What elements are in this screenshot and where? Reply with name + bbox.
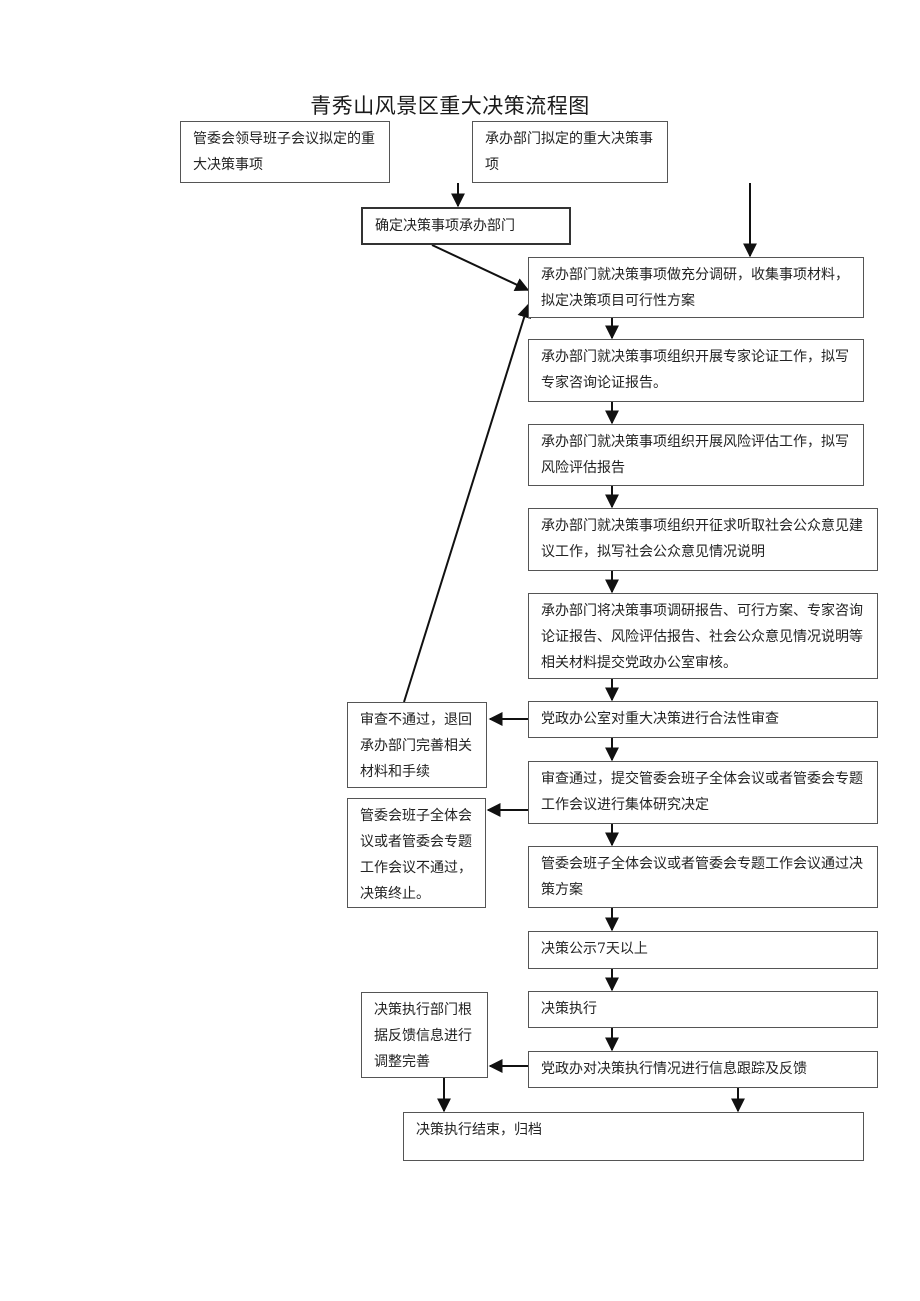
box-review-pass: 审查通过，提交管委会班子全体会议或者管委会专题工作会议进行集体研究决定 [528,761,878,824]
box-committee-proposal: 管委会领导班子会议拟定的重大决策事项 [180,121,390,183]
box-dept-proposal: 承办部门拟定的重大决策事项 [472,121,668,183]
box-research: 承办部门就决策事项做充分调研，收集事项材料，拟定决策项目可行性方案 [528,257,864,318]
page-title: 青秀山风景区重大决策流程图 [310,94,590,118]
box-assign-dept: 确定决策事项承办部门 [361,207,571,245]
box-adjust: 决策执行部门根据反馈信息进行调整完善 [361,992,488,1078]
box-legal-review: 党政办公室对重大决策进行合法性审查 [528,701,878,738]
box-public: 承办部门就决策事项组织开征求听取社会公众意见建议工作，拟写社会公众意见情况说明 [528,508,878,571]
arrow-assign-to-research [431,244,530,291]
box-expert: 承办部门就决策事项组织开展专家论证工作，拟写专家咨询论证报告。 [528,339,864,402]
box-risk: 承办部门就决策事项组织开展风险评估工作，拟写风险评估报告 [528,424,864,486]
box-meeting-pass: 管委会班子全体会议或者管委会专题工作会议通过决策方案 [528,846,878,908]
arrow-fail-to-research [403,303,531,703]
box-review-fail: 审查不通过，退回承办部门完善相关材料和手续 [347,702,487,788]
box-tracking: 党政办对决策执行情况进行信息跟踪及反馈 [528,1051,878,1088]
box-publicize: 决策公示7天以上 [528,931,878,969]
box-finish: 决策执行结束，归档 [403,1112,864,1161]
box-execute: 决策执行 [528,991,878,1028]
box-submit: 承办部门将决策事项调研报告、可行方案、专家咨询论证报告、风险评估报告、社会公众意… [528,593,878,679]
box-meeting-fail: 管委会班子全体会议或者管委会专题工作会议不通过，决策终止。 [347,798,486,908]
